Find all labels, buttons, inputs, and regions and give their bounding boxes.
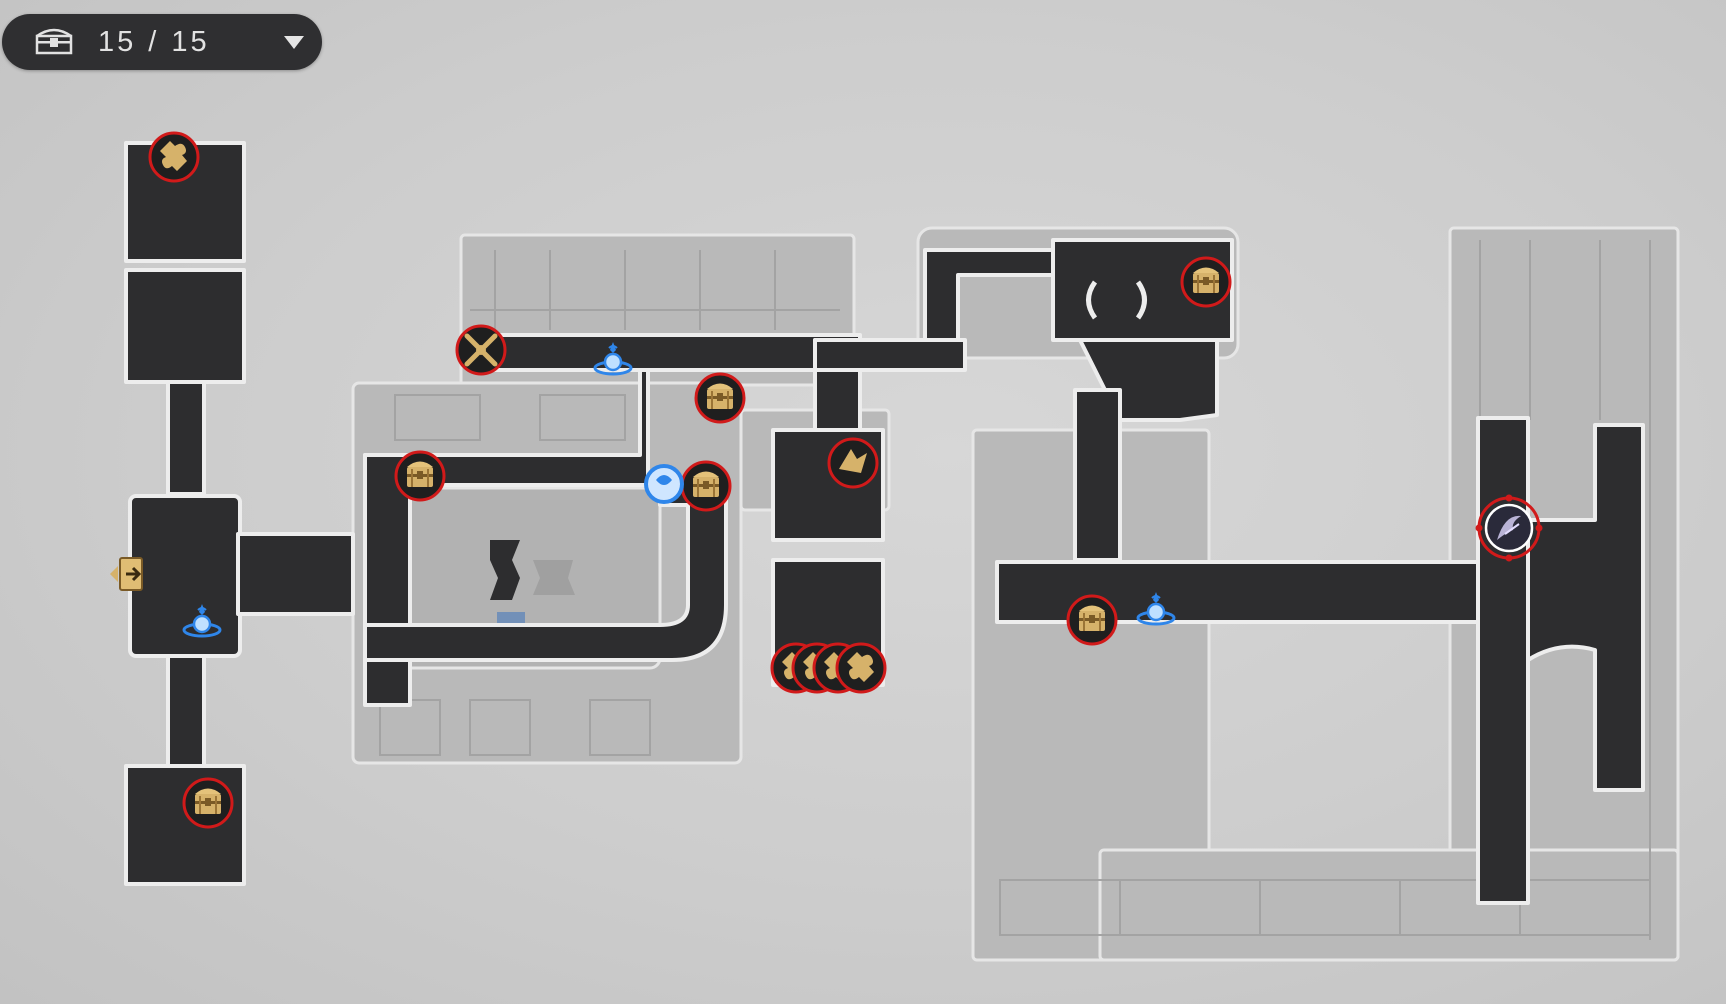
crossed-swords-marker[interactable]: [455, 324, 507, 376]
chamber-brackets: [1086, 280, 1147, 320]
treasure-chest-marker[interactable]: [1180, 256, 1232, 308]
boss-enemy-marker[interactable]: [1475, 494, 1543, 562]
exit-door-marker[interactable]: [110, 557, 143, 591]
puzzle-marker[interactable]: [148, 131, 200, 183]
puzzle-marker[interactable]: [835, 642, 887, 694]
treasure-chest-marker[interactable]: [394, 450, 446, 502]
chest-count-text: 15 / 15: [98, 26, 210, 59]
origami-bird-marker[interactable]: [827, 437, 879, 489]
treasure-chest-marker[interactable]: [182, 777, 234, 829]
chest-count-found: 15: [98, 25, 137, 58]
treasure-chest-marker[interactable]: [680, 460, 732, 512]
warp-portal-marker[interactable]: [644, 464, 684, 504]
treasure-chest-marker[interactable]: [1066, 594, 1118, 646]
treasure-chest-icon: [34, 27, 74, 57]
chest-count-separator: /: [148, 25, 160, 58]
treasure-chest-marker[interactable]: [694, 372, 746, 424]
chevron-down-icon[interactable]: [284, 36, 304, 49]
walkable-paths: [124, 141, 1645, 905]
chest-counter-dropdown[interactable]: 15 / 15: [2, 14, 322, 70]
chest-count-total: 15: [171, 25, 210, 58]
